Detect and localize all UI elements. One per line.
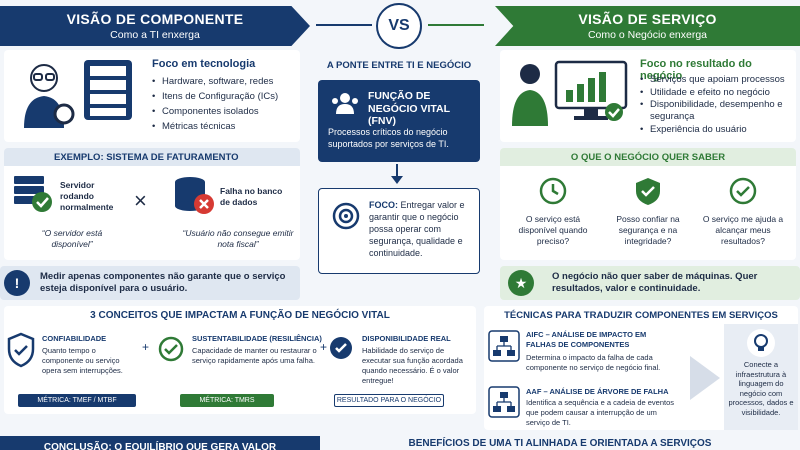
- lightbulb-icon: [747, 329, 775, 357]
- header-left-subtitle: Como a TI enxerga: [110, 29, 200, 41]
- arrow-left-icon: [316, 24, 372, 26]
- list-item: Métricas técnicas: [152, 119, 298, 134]
- header-left-title: VISÃO DE COMPONENTE: [66, 11, 244, 27]
- list-item: Utilidade e efeito no negócio: [640, 86, 792, 99]
- list-item: Disponibilidade, desempenho e segurança: [640, 99, 792, 123]
- bulb-text: Conecte a infraestrutura à linguagem do …: [728, 360, 794, 417]
- concept-2-desc: Capacidade de manter ou restaurar o serv…: [192, 346, 317, 365]
- shield-check-icon: [7, 332, 35, 368]
- star-icon: ★: [508, 270, 534, 296]
- tech-focus-card: Foco em tecnologia Hardware, software, r…: [4, 50, 300, 142]
- tech-focus-list: Hardware, software, redes Itens de Confi…: [152, 74, 298, 134]
- benefits-title: BENEFÍCIOS DE UMA TI ALINHADA E ORIENTAD…: [408, 438, 712, 449]
- badge-check-icon: [330, 337, 352, 359]
- target-icon: [332, 202, 360, 230]
- bridge-title: A PONTE ENTRE TI E NEGÓCIO: [326, 60, 472, 71]
- shield-check-icon: [636, 178, 660, 205]
- header-component-view: VISÃO DE COMPONENTE Como a TI enxerga: [0, 6, 310, 46]
- techniques-card: TÉCNICAS PARA TRADUZIR COMPONENTES EM SE…: [484, 306, 798, 430]
- concept-3-metric: RESULTADO PARA O NEGÓCIO: [334, 394, 444, 407]
- list-item: Itens de Configuração (ICs): [152, 89, 298, 104]
- example-header: [4, 148, 300, 166]
- business-focus-card: Foco no resultado do negócio Serviços qu…: [500, 50, 796, 142]
- example-title: EXEMPLO: SISTEMA DE FATURAMENTO: [54, 152, 239, 163]
- header-right-title: VISÃO DE SERVIÇO: [578, 11, 717, 27]
- arrow-right-icon: [690, 356, 720, 400]
- arrow-right-icon: [428, 24, 484, 26]
- conclusion-text: CONCLUSÃO: O EQUILÍBRIO QUE GERA VALOR: [43, 442, 277, 450]
- server-status: Servidor rodando normalmente: [60, 180, 114, 212]
- hierarchy-icon: [488, 330, 520, 362]
- arrow-down-icon: [396, 164, 398, 178]
- monitor-chart-icon: [554, 60, 628, 121]
- database-error-icon: [175, 177, 214, 214]
- concept-3-title: DISPONIBILIDADE REAL: [362, 334, 451, 343]
- focus-text-block: FOCO: Entregar valor e garantir que o ne…: [369, 199, 475, 259]
- concept-2-metric: MÉTRICA: TMRS: [180, 394, 274, 407]
- arrow-down-head-icon: [391, 176, 403, 184]
- plus-separator: +: [142, 340, 150, 354]
- tech-focus-title: Foco em tecnologia: [152, 58, 256, 70]
- clock-icon: [539, 177, 567, 205]
- business-wants-header: [500, 148, 796, 166]
- question-3: O serviço me ajuda a alcançar meus resul…: [702, 214, 784, 246]
- concept-2-title: SUSTENTABILIDADE (RESILIÊNCIA): [192, 334, 322, 343]
- question-2: Posso confiar na segurança e na integrid…: [616, 214, 680, 246]
- technician-icon: [24, 64, 75, 128]
- technique-2-desc: Identifica a sequência e a cadeia de eve…: [526, 398, 675, 427]
- vs-badge: VS: [376, 3, 422, 49]
- technique-1-title: AIFC – ANÁLISE DE IMPACTO EM FALHAS DE C…: [526, 330, 647, 349]
- server-quote: “O servidor está disponível”: [41, 228, 103, 249]
- concepts-card: 3 CONCEITOS QUE IMPACTAM A FUNÇÃO DE NEG…: [4, 306, 476, 414]
- server-rack-icon: [84, 60, 132, 120]
- concept-1-metric: MÉTRICA: TMEF / MTBF: [18, 394, 136, 407]
- team-icon: [332, 93, 358, 114]
- fnv-title-1: FUNÇÃO DE: [368, 90, 431, 102]
- server-ok-icon: [14, 176, 52, 212]
- conclusion-bar: CONCLUSÃO: O EQUILÍBRIO QUE GERA VALOR: [0, 436, 320, 450]
- resilience-icon: [158, 336, 184, 362]
- list-item: Hardware, software, redes: [152, 74, 298, 89]
- header-service-view: VISÃO DE SERVIÇO Como o Negócio enxerga: [495, 6, 800, 46]
- example-card: EXEMPLO: SISTEMA DE FATURAMENTO Servidor…: [4, 148, 300, 260]
- cross-separator-icon: ×: [134, 188, 147, 213]
- bulb-panel: Conecte a infraestrutura à linguagem do …: [724, 324, 798, 430]
- db-status: Falha no banco de dados: [220, 186, 283, 207]
- warning-right: ★ O negócio não quer saber de máquinas. …: [500, 266, 800, 300]
- list-item: Componentes isolados: [152, 104, 298, 119]
- question-1: O serviço está disponível quando preciso…: [518, 214, 588, 246]
- header-right-subtitle: Como o Negócio enxerga: [587, 29, 708, 41]
- concepts-title: 3 CONCEITOS QUE IMPACTAM A FUNÇÃO DE NEG…: [90, 310, 390, 321]
- technique-2-title: AAF – ANÁLISE DE ÁRVORE DE FALHA: [526, 387, 669, 396]
- focus-text: Entregar valor e garantir que o negócio …: [369, 200, 465, 258]
- list-item: Experiência do usuário: [640, 123, 792, 136]
- business-focus-list: Serviços que apoiam processos Utilidade …: [640, 73, 792, 136]
- fnv-title-2: NEGÓCIO VITAL (FNV): [368, 103, 450, 127]
- concept-1-desc: Quanto tempo o componente ou serviço ope…: [42, 346, 123, 375]
- technique-1-desc: Determina o impacto da falha de cada com…: [526, 353, 661, 372]
- concept-1-title: CONFIABILIDADE: [42, 334, 107, 343]
- fnv-desc: Processos críticos do negócio suportados…: [328, 127, 449, 149]
- warning-left-text: Medir apenas componentes não garante que…: [40, 271, 286, 294]
- warning-right-text: O negócio não quer saber de máquinas. Qu…: [552, 271, 758, 294]
- techniques-title: TÉCNICAS PARA TRADUZIR COMPONENTES EM SE…: [504, 310, 778, 321]
- plus-separator: +: [320, 340, 328, 354]
- warning-left: ! Medir apenas componentes não garante q…: [0, 266, 300, 300]
- focus-label: FOCO:: [369, 200, 398, 210]
- business-wants-title: O QUE O NEGÓCIO QUER SABER: [570, 152, 726, 163]
- fnv-card: FUNÇÃO DE NEGÓCIO VITAL (FNV) Processos …: [318, 80, 480, 162]
- focus-card: FOCO: Entregar valor e garantir que o ne…: [318, 188, 480, 274]
- list-item: Serviços que apoiam processos: [640, 73, 792, 86]
- business-wants-card: O QUE O NEGÓCIO QUER SABER O serviço est…: [500, 148, 796, 260]
- alert-icon: !: [4, 270, 30, 296]
- db-quote: “Usuário não consegue emitir nota fiscal…: [182, 228, 294, 249]
- fault-tree-icon: [488, 386, 520, 418]
- business-person-icon: [512, 64, 548, 126]
- concept-3-desc: Habilidade do serviço de executar sua fu…: [362, 346, 463, 385]
- check-circle-icon: [729, 177, 757, 205]
